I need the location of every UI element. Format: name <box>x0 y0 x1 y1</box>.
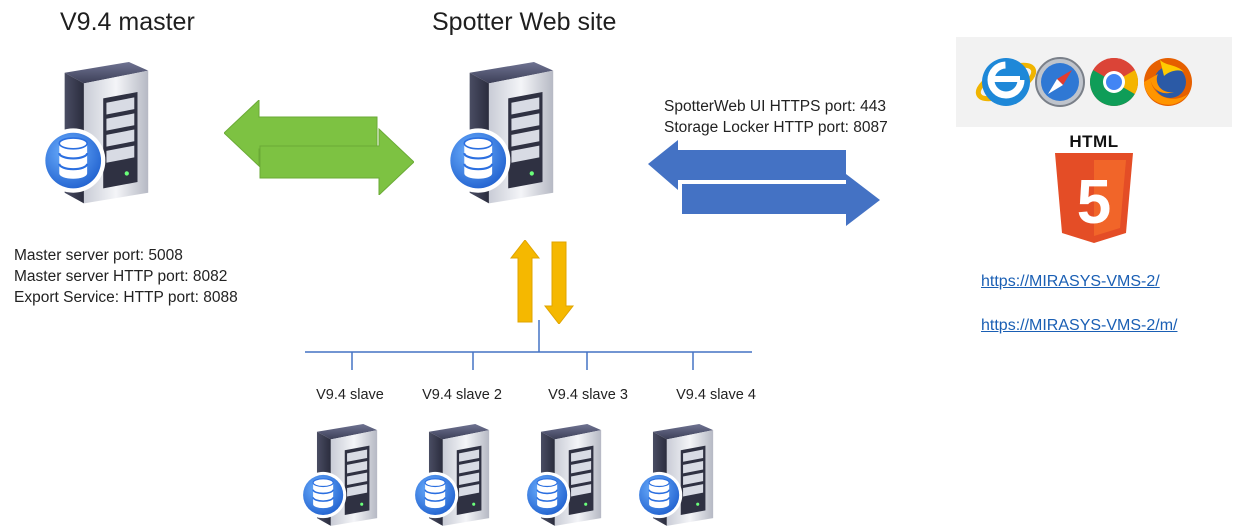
html-label: HTML <box>1069 132 1119 151</box>
blue-right-arrow <box>682 174 880 226</box>
blue-https-arrows <box>648 140 880 228</box>
slave-server-icon <box>636 424 734 532</box>
blue-left-arrow <box>648 140 846 190</box>
master-title: V9.4 master <box>60 8 195 36</box>
chrome-icon <box>1089 57 1139 107</box>
green-sync-arrows <box>224 100 414 195</box>
yellow-down-arrow <box>543 241 575 324</box>
slave-server-icon <box>524 424 622 532</box>
master-server-icon <box>35 62 165 212</box>
webserver-ports: SpotterWeb UI HTTPS port: 443 Storage Lo… <box>664 96 888 138</box>
master-ports: Master server port: 5008 Master server H… <box>14 245 238 308</box>
html5-digit: 5 <box>1077 168 1111 237</box>
webserver-port-text: SpotterWeb UI HTTPS port: 443 <box>664 98 886 115</box>
yellow-sync-arrows <box>507 240 577 324</box>
webserver-server-icon <box>440 62 570 212</box>
webserver-port-text: Storage Locker HTTP port: 8087 <box>664 119 888 136</box>
mobile-web-ui-link[interactable]: https://MIRASYS-VMS-2/m/ <box>981 317 1178 334</box>
slave-label: V9.4 slave 2 <box>422 387 502 403</box>
slave-label: V9.4 slave <box>316 387 384 403</box>
html5-logo-icon: 5 <box>1055 153 1133 245</box>
browser-logos-panel <box>956 37 1232 127</box>
master-port-text: Export Service: HTTP port: 8088 <box>14 289 238 306</box>
slave-server-icon <box>412 424 510 532</box>
slave-label: V9.4 slave 3 <box>548 387 628 403</box>
firefox-icon <box>1144 58 1192 106</box>
internet-explorer-icon <box>975 58 1037 106</box>
yellow-up-arrow <box>509 240 541 323</box>
web-ui-link[interactable]: https://MIRASYS-VMS-2/ <box>981 273 1160 290</box>
webserver-title: Spotter Web site <box>432 8 617 36</box>
network-bus <box>300 320 755 372</box>
slave-label: V9.4 slave 4 <box>676 387 756 403</box>
green-left-arrow <box>224 100 378 168</box>
safari-icon <box>1035 57 1085 107</box>
master-port-text: Master server HTTP port: 8082 <box>14 268 228 285</box>
master-port-text: Master server port: 5008 <box>14 247 183 264</box>
slave-server-icon <box>300 424 398 532</box>
green-right-arrow <box>259 127 414 195</box>
